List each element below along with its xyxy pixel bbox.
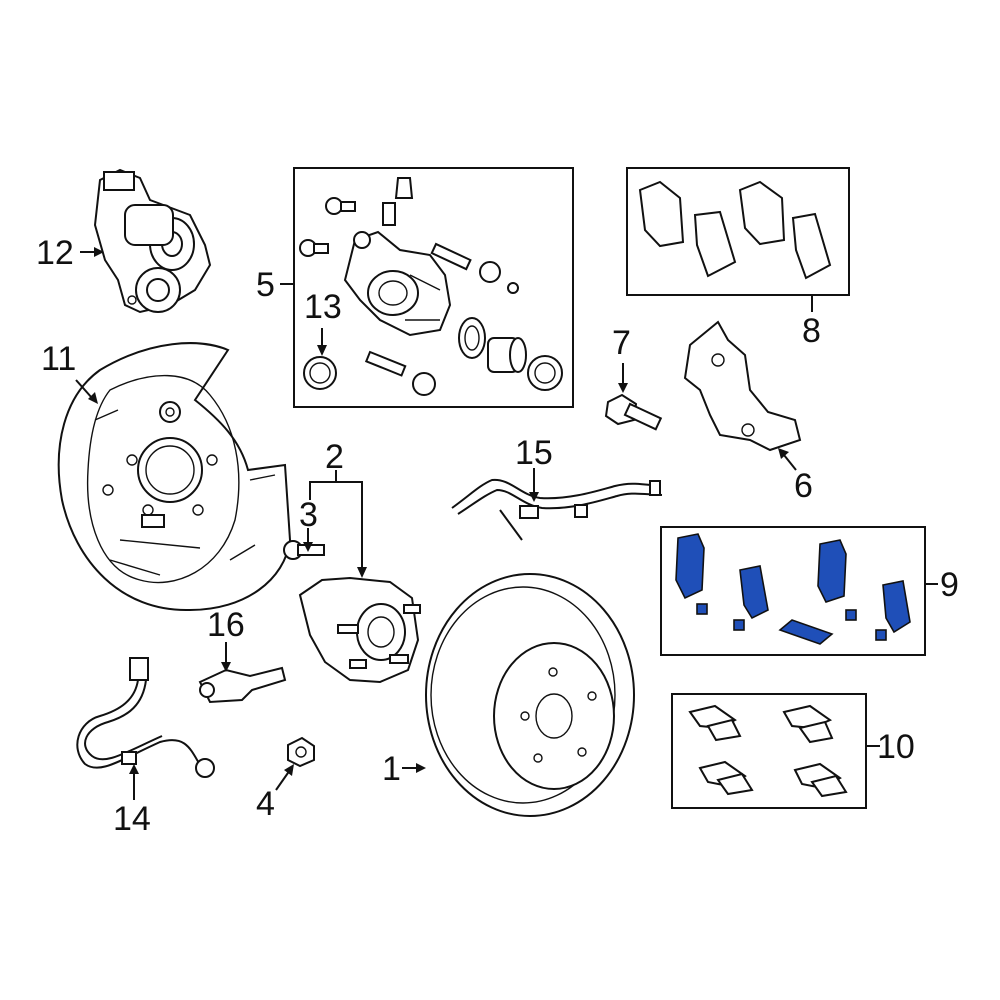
guide-pin-part[interactable] (364, 242, 472, 377)
highlighted-pad-set-part[interactable] (675, 533, 911, 645)
dust-boot-part[interactable] (527, 355, 563, 391)
callout-6: 6 (794, 467, 813, 505)
clip-kit-box (671, 693, 867, 809)
caliper-support-bracket-part[interactable] (683, 320, 802, 452)
callout-12: 12 (36, 234, 74, 272)
rear-pads-box (626, 167, 850, 296)
callout-5: 5 (256, 266, 275, 304)
callout-1: 1 (382, 750, 401, 788)
piston-seal-part[interactable] (458, 317, 486, 359)
caliper-bolt-small-part[interactable] (299, 197, 356, 257)
callout-2: 2 (325, 438, 344, 476)
hub-bearing-part[interactable] (298, 576, 421, 684)
caliper-assembly-part[interactable] (343, 230, 452, 337)
caliper-mounting-bolt-part[interactable] (604, 393, 663, 431)
callout-7: 7 (612, 324, 631, 362)
sensor-cable-part[interactable] (76, 657, 215, 778)
callout-3: 3 (299, 496, 318, 534)
pad-set-box (660, 526, 926, 656)
rear-brake-pads-part[interactable] (638, 180, 832, 280)
callout-11: 11 (41, 340, 76, 378)
brake-rotor-part[interactable] (425, 573, 635, 817)
leader-lines (75, 247, 938, 800)
bleeder-screw-part[interactable] (382, 177, 414, 226)
callout-10: 10 (877, 728, 915, 766)
speed-sensor-part[interactable] (198, 666, 287, 704)
piston-part[interactable] (487, 337, 527, 373)
callout-9: 9 (940, 566, 959, 604)
callout-16: 16 (207, 606, 245, 644)
parking-brake-actuator-part[interactable] (93, 168, 212, 314)
callout-15: 15 (515, 434, 553, 472)
o-ring-part[interactable] (303, 356, 337, 390)
abs-wire-harness-part[interactable] (451, 478, 663, 541)
callout-8: 8 (802, 312, 821, 350)
pad-clip-kit-part[interactable] (688, 704, 848, 798)
hub-bolt-part[interactable] (283, 540, 325, 560)
backing-plate-part[interactable] (57, 342, 292, 612)
pin-boot-part[interactable] (412, 261, 519, 396)
callout-13: 13 (304, 288, 342, 326)
callout-14: 14 (113, 800, 151, 838)
caliper-kit-box (293, 167, 574, 408)
hub-nut-part[interactable] (287, 736, 315, 768)
callout-4: 4 (256, 785, 275, 823)
